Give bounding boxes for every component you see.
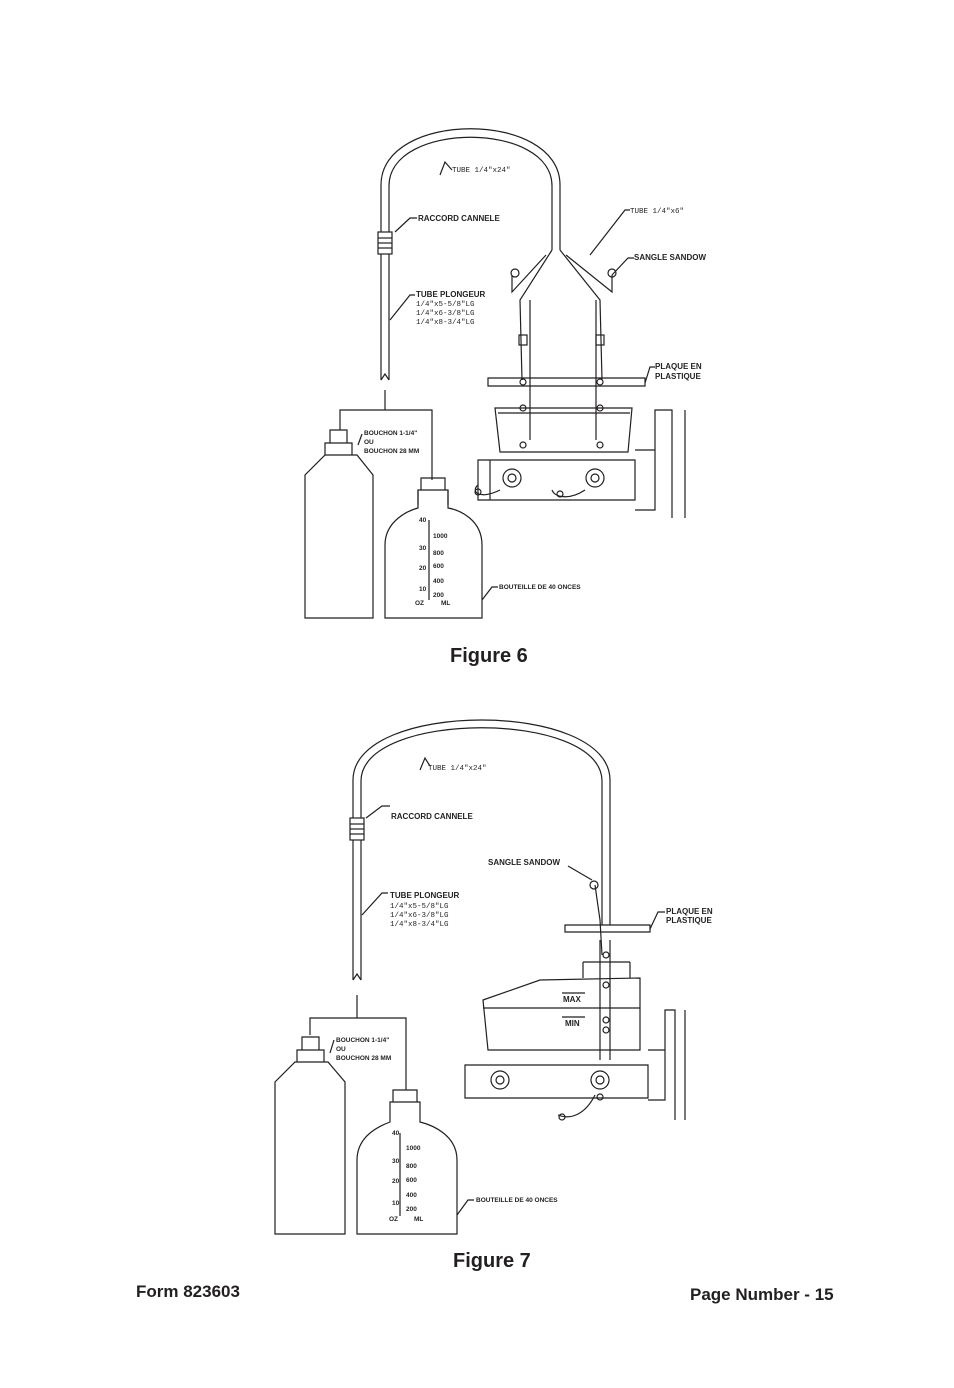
fig6-dip-size-3: 1/4"x8-3/4"LG bbox=[416, 319, 475, 327]
fig7-ml-unit: ML bbox=[414, 1216, 423, 1223]
fig6-cap-label-1: BOUCHON 1-1/4" bbox=[364, 430, 417, 437]
fig7-reservoir-max: MAX bbox=[563, 995, 581, 1004]
fig6-ml-unit: ML bbox=[441, 600, 450, 607]
long-tube bbox=[352, 719, 611, 925]
fig6-ml-1000: 1000 bbox=[433, 533, 448, 540]
fig6-ml-800: 800 bbox=[433, 550, 444, 557]
fig6-ml-600: 600 bbox=[433, 563, 444, 570]
fig7-oz-unit: OZ bbox=[389, 1216, 398, 1223]
fig6-dip-size-2: 1/4"x6-3/8"LG bbox=[416, 310, 475, 318]
fig7-dip-tube-title: TUBE PLONGEUR bbox=[390, 891, 460, 900]
fig6-cap-label-2: OU bbox=[364, 439, 374, 446]
master-cylinder bbox=[464, 1064, 649, 1099]
plastic-plate bbox=[487, 377, 646, 387]
large-bottle bbox=[274, 1061, 346, 1235]
long-tube bbox=[380, 128, 561, 250]
master-cylinder bbox=[477, 459, 636, 501]
fig7-tube-long-label: TUBE 1/4"x24" bbox=[428, 765, 487, 773]
figure-7-diagram: TUBE 1/4"x24" RACCORD CANNELE SANGLE SAN… bbox=[274, 719, 713, 1235]
fig6-oz-unit: OZ bbox=[415, 600, 424, 607]
fig7-ml-600: 600 bbox=[406, 1177, 417, 1184]
fig6-plate-label-1: PLAQUE EN bbox=[655, 362, 702, 371]
fig6-tube-long-label: TUBE 1/4"x24" bbox=[452, 167, 511, 175]
fig7-oz-20: 20 bbox=[392, 1178, 400, 1185]
page-number: Page Number - 15 bbox=[690, 1285, 834, 1304]
fig6-oz-30: 30 bbox=[419, 545, 427, 552]
fig6-plate-label-2: PLASTIQUE bbox=[655, 372, 701, 381]
fig7-bottle-label: BOUTEILLE DE 40 ONCES bbox=[476, 1197, 558, 1204]
dip-tube bbox=[380, 254, 390, 381]
fig7-strap-label: SANGLE SANDOW bbox=[488, 858, 560, 867]
fig7-plate-label-2: PLASTIQUE bbox=[666, 916, 712, 925]
fig6-cap-label-3: BOUCHON 28 MM bbox=[364, 448, 419, 455]
fig7-plate-label-1: PLAQUE EN bbox=[666, 907, 713, 916]
reservoir bbox=[494, 407, 633, 453]
fig7-cap-label-3: BOUCHON 28 MM bbox=[336, 1055, 391, 1062]
fig7-oz-10: 10 bbox=[392, 1200, 400, 1207]
fig6-tube-short-label: TUBE 1/4"x6" bbox=[630, 208, 684, 216]
form-number: Form 823603 bbox=[136, 1282, 240, 1301]
fig7-dip-size-1: 1/4"x5-5/8"LG bbox=[390, 903, 449, 911]
fig6-ml-200: 200 bbox=[433, 592, 444, 599]
fig7-reservoir-min: MIN bbox=[565, 1019, 580, 1028]
large-bottle bbox=[304, 454, 374, 619]
fig6-oz-20: 20 bbox=[419, 565, 427, 572]
fig7-cap-label-1: BOUCHON 1-1/4" bbox=[336, 1037, 389, 1044]
fig7-oz-30: 30 bbox=[392, 1158, 400, 1165]
measuring-bottle bbox=[356, 1101, 458, 1235]
fig6-oz-40: 40 bbox=[419, 517, 427, 524]
fig7-ml-1000: 1000 bbox=[406, 1145, 421, 1152]
figure-7-caption: Figure 7 bbox=[453, 1250, 531, 1272]
fig7-cap-label-2: OU bbox=[336, 1046, 346, 1053]
fig6-bottle-label: BOUTEILLE DE 40 ONCES bbox=[499, 584, 581, 591]
fig6-dip-size-1: 1/4"x5-5/8"LG bbox=[416, 301, 475, 309]
dip-tube bbox=[352, 840, 362, 981]
fig6-fitting-label: RACCORD CANNELE bbox=[418, 214, 500, 223]
fig7-ml-200: 200 bbox=[406, 1206, 417, 1213]
fig7-dip-size-2: 1/4"x6-3/8"LG bbox=[390, 912, 449, 920]
reservoir bbox=[482, 977, 641, 1051]
plastic-plate bbox=[564, 924, 651, 933]
fig6-dip-tube-title: TUBE PLONGEUR bbox=[416, 290, 486, 299]
fig7-dip-size-3: 1/4"x8-3/4"LG bbox=[390, 921, 449, 929]
figure-6-diagram: TUBE 1/4"x24" TUBE 1/4"x6" RACCORD CANNE… bbox=[304, 128, 706, 619]
fig6-oz-10: 10 bbox=[419, 586, 427, 593]
fig7-fitting-label: RACCORD CANNELE bbox=[391, 812, 473, 821]
fig7-ml-800: 800 bbox=[406, 1163, 417, 1170]
fig7-ml-400: 400 bbox=[406, 1192, 417, 1199]
fig6-strap-label: SANGLE SANDOW bbox=[634, 253, 706, 262]
figure-6-caption: Figure 6 bbox=[450, 645, 528, 667]
fig7-oz-40: 40 bbox=[392, 1130, 400, 1137]
fig6-ml-400: 400 bbox=[433, 578, 444, 585]
